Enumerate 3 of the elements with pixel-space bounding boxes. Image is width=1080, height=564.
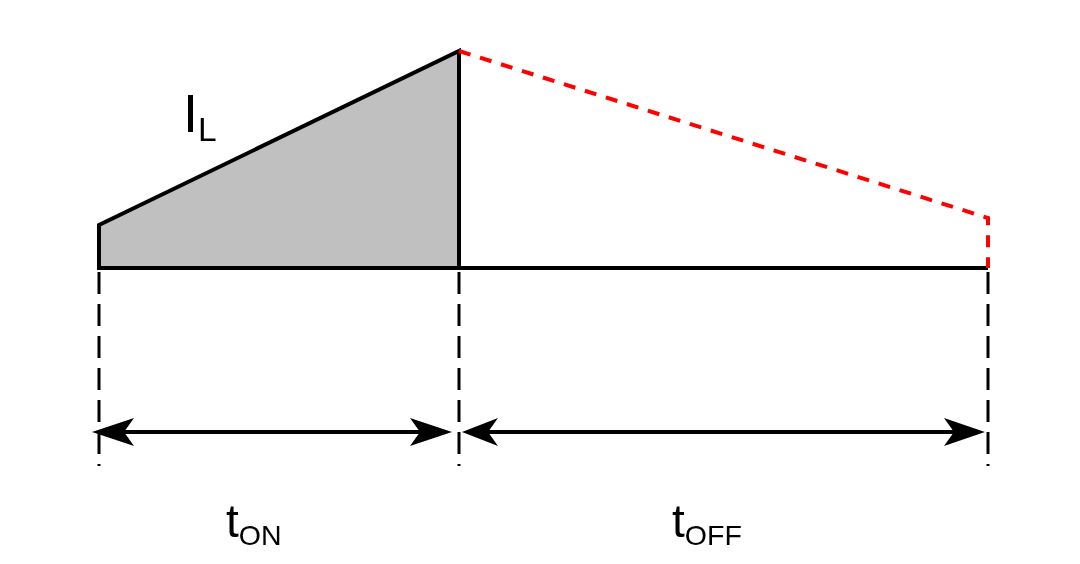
time-label: t$_{ON}$: [226, 498, 282, 550]
time-label: t$_{OFF}$: [672, 498, 742, 550]
current-label: I$_{L}$: [183, 86, 217, 147]
